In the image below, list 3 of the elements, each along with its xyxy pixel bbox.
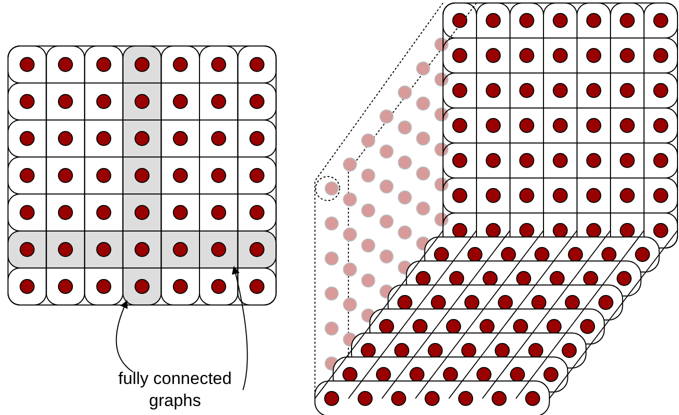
leader-arrow	[232, 266, 248, 390]
leader-arrow	[116, 300, 134, 372]
callout-text: fully connected graphs	[95, 368, 255, 412]
